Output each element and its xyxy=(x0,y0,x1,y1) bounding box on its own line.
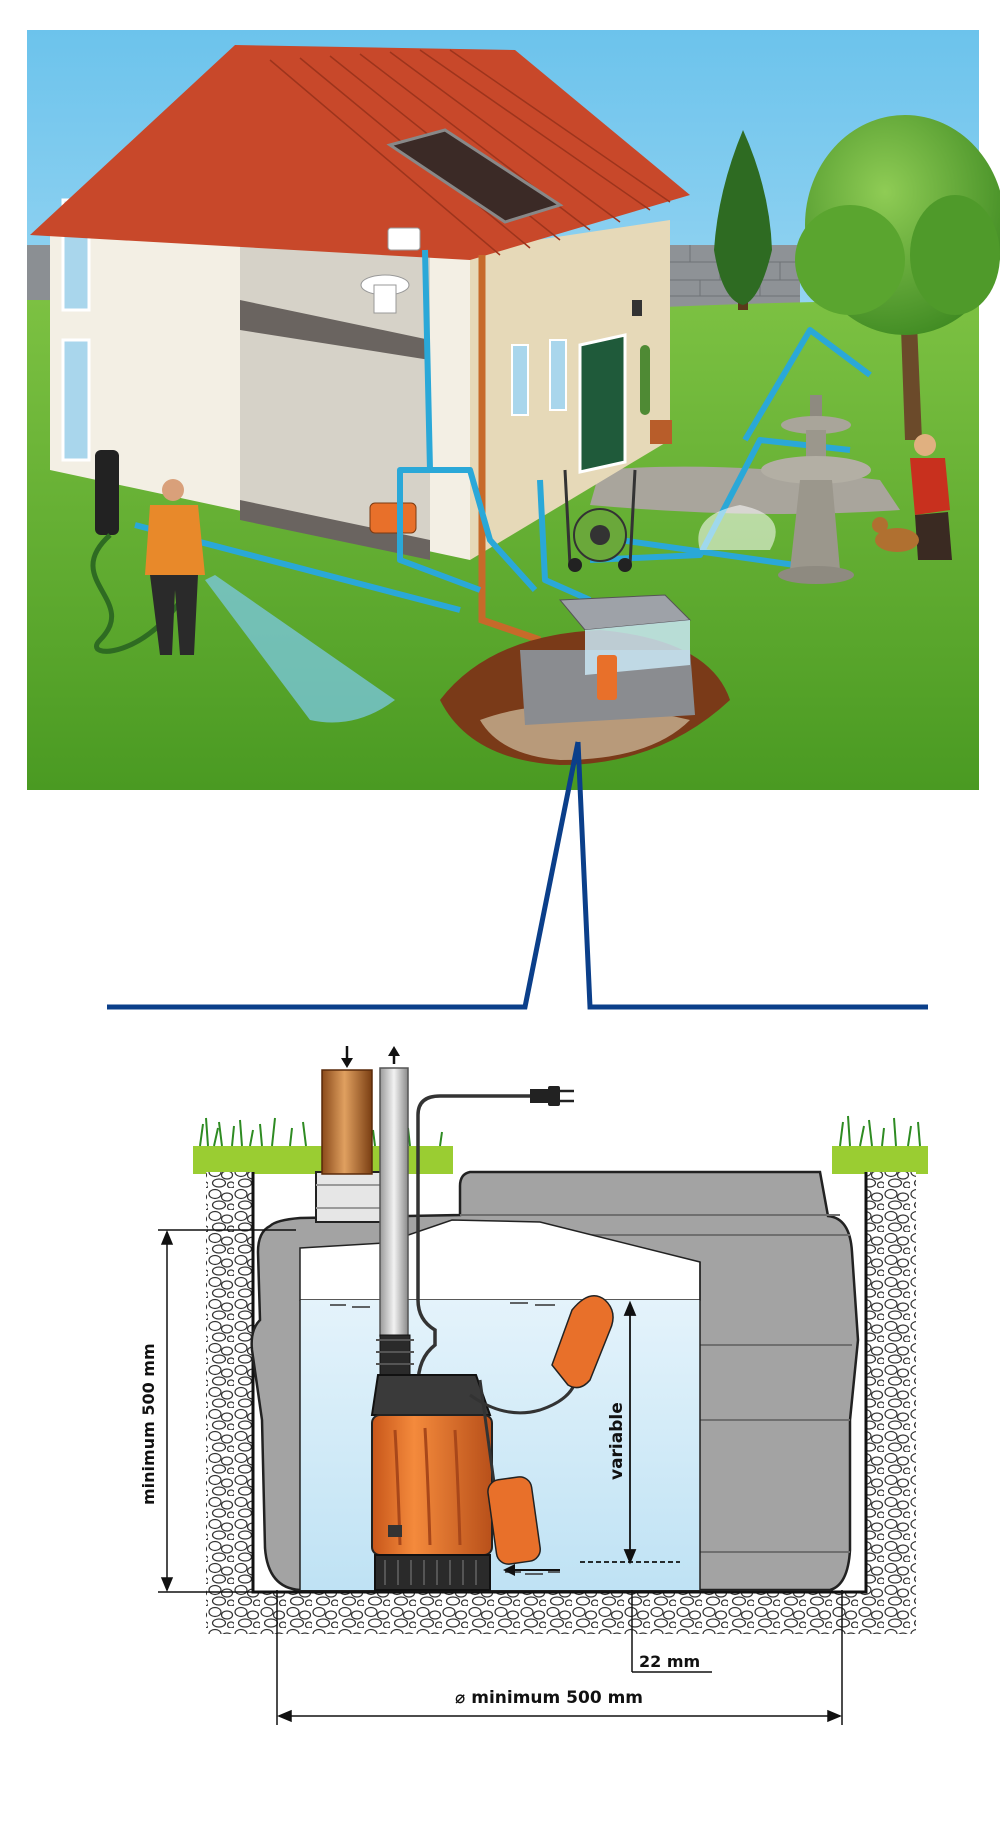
lower-float-cable xyxy=(478,1379,497,1491)
downpipe xyxy=(478,255,542,644)
diameter-dimension xyxy=(276,1590,843,1725)
variable-dimension xyxy=(580,1300,680,1565)
diameter-min-text: minimum 500 mm xyxy=(471,1688,643,1708)
gravel-floor xyxy=(206,1592,916,1634)
gravel-wall-left xyxy=(206,1172,253,1592)
house xyxy=(30,45,690,644)
buried-tank xyxy=(520,594,695,725)
power-plug-icon xyxy=(530,1086,574,1106)
tank-ribs xyxy=(460,1214,852,1553)
outlet-pipe xyxy=(379,1067,409,1337)
hose-spray xyxy=(205,575,395,723)
solar-panel xyxy=(386,128,564,224)
front-door xyxy=(578,333,627,474)
cypress-tree xyxy=(714,130,772,310)
fountain xyxy=(761,395,871,584)
gap-dimension xyxy=(631,1590,712,1673)
callout-lines xyxy=(107,741,928,1010)
diameter-symbol: ⌀ xyxy=(455,1688,465,1708)
gravel-wall-right xyxy=(866,1172,916,1592)
gap-label: 22 mm xyxy=(639,1652,700,1671)
sprinkler-spray xyxy=(698,505,776,550)
grass-strip-right xyxy=(832,1146,928,1174)
inlet-pipe xyxy=(321,1069,373,1175)
diameter-label: ⌀ minimum 500 mm xyxy=(455,1688,643,1708)
garden-hose xyxy=(90,533,193,654)
toilet xyxy=(360,227,421,314)
tank-cross-section: variable minimum 500 mm 22 mm ⌀ minimum 5… xyxy=(139,1046,928,1725)
oak-tree xyxy=(795,115,1000,440)
power-cable xyxy=(416,1094,530,1386)
garden-scene xyxy=(27,30,1000,790)
garden-tap-post xyxy=(95,450,119,535)
submersible-pump xyxy=(370,1334,493,1591)
height-dimension xyxy=(158,1229,296,1593)
lower-float-switch xyxy=(487,1476,541,1565)
pressure-control-unit xyxy=(369,502,417,534)
min-level-arrow xyxy=(503,1564,560,1576)
variable-label: variable xyxy=(607,1402,627,1480)
upper-float-switch xyxy=(551,1295,614,1389)
pump-base xyxy=(374,1554,491,1591)
grass-strip-left xyxy=(193,1146,253,1174)
gardener-figure xyxy=(145,479,205,655)
hose-reel xyxy=(563,469,637,572)
grass-blades xyxy=(199,1115,921,1147)
woman-with-dog xyxy=(872,434,952,560)
height-min-label: minimum 500 mm xyxy=(139,1343,158,1505)
outlet-flow-arrow xyxy=(388,1046,400,1064)
pit-outline xyxy=(251,1172,868,1594)
inlet-flow-arrow xyxy=(341,1046,353,1068)
